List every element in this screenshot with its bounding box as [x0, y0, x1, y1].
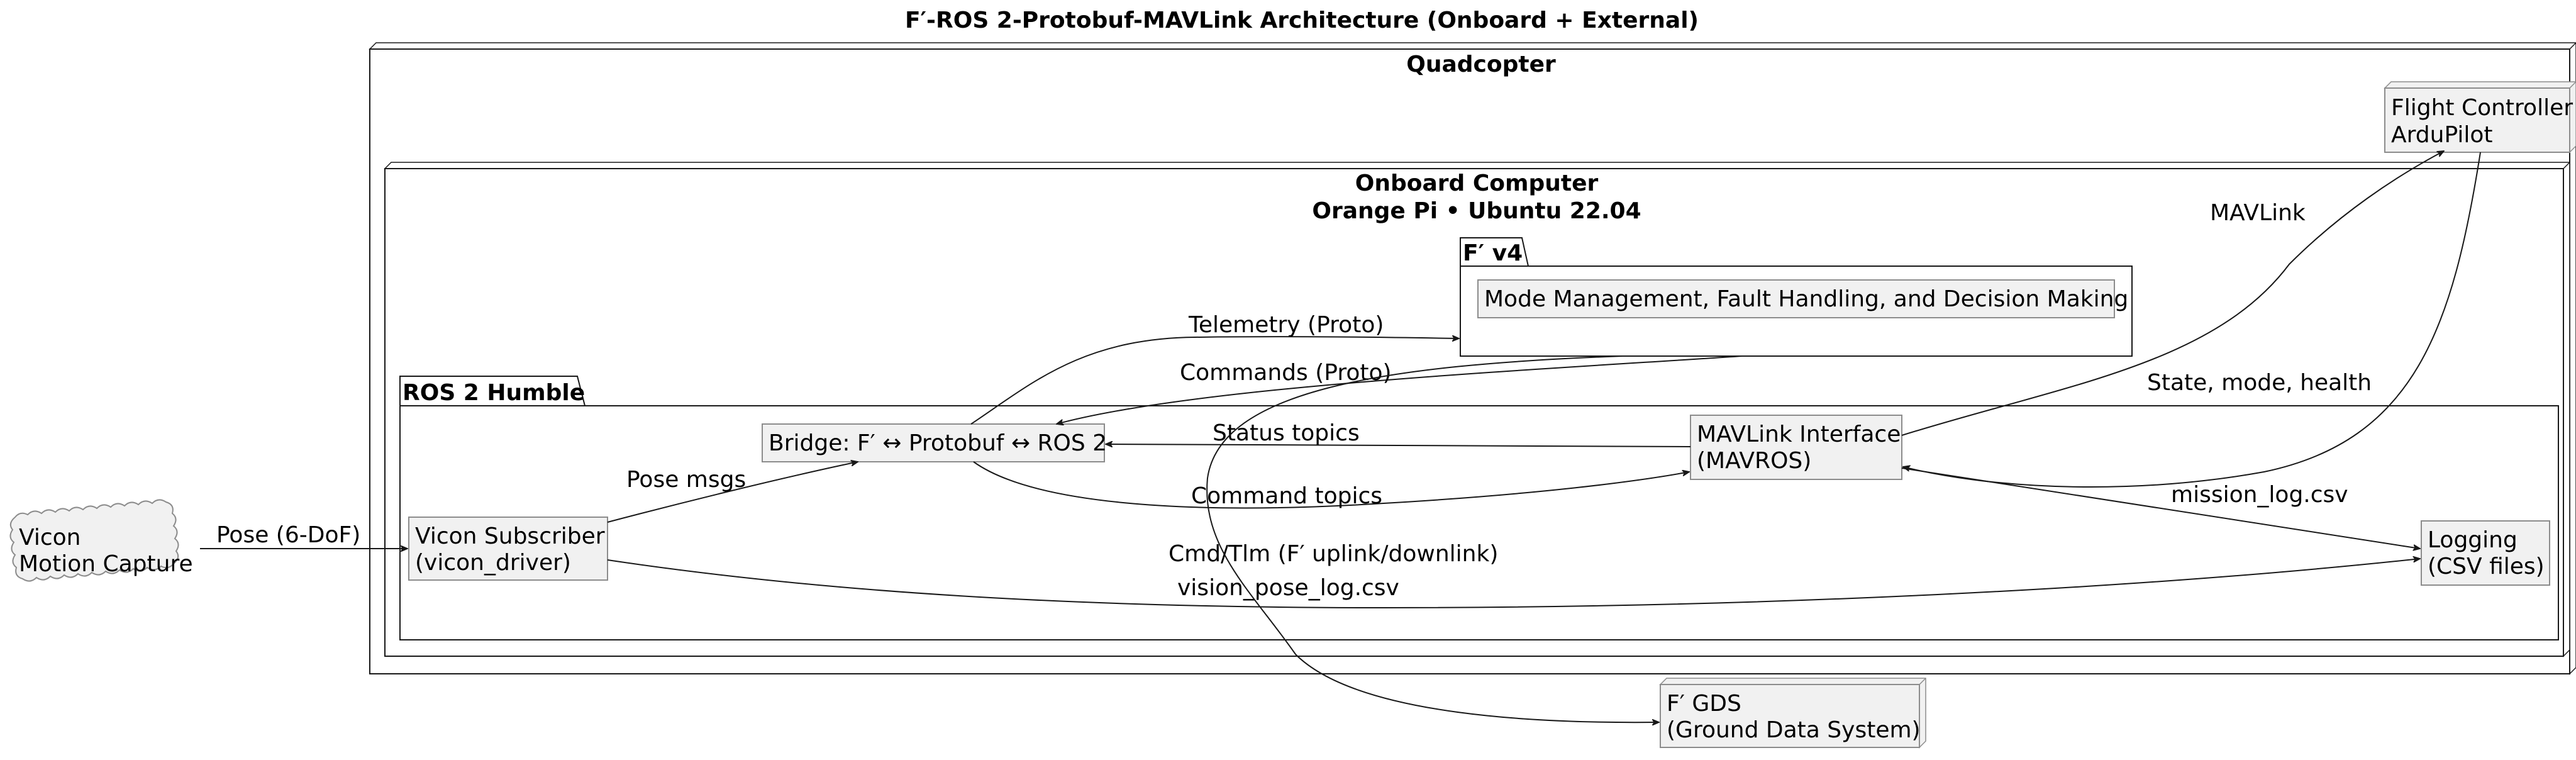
ros2-package-title: ROS 2 Humble: [402, 380, 585, 406]
onboard-computer-title: Onboard Computer: [1355, 170, 1599, 196]
gds-node: F′ GDS (Ground Data System): [1659, 678, 1926, 749]
edge-bridge-telemetry-to-fprime: [970, 337, 1459, 425]
vicon-subscriber-sublabel: (vicon_driver): [415, 550, 571, 576]
edge-fprime-to-gds: [1206, 355, 1659, 722]
vicon-label: Vicon: [19, 525, 80, 550]
edge-mavlink-status-to-bridge: [1106, 444, 1691, 447]
logging-label: Logging: [2428, 527, 2518, 553]
edge-label-mission-log: mission_log.csv: [2171, 482, 2348, 508]
vicon-cloud-node: Vicon Motion Capture: [9, 499, 193, 582]
edge-mavlink-to-flight-controller: [1901, 151, 2444, 436]
edge-flight-controller-to-mavlink: [1903, 152, 2481, 488]
flight-controller-label: Flight Controller: [2391, 95, 2573, 121]
bridge-label: Bridge: F′ ↔ Protobuf ↔ ROS 2: [769, 430, 1107, 456]
logging-sublabel: (CSV files): [2428, 554, 2545, 579]
bridge-component: Bridge: F′ ↔ Protobuf ↔ ROS 2: [762, 423, 1107, 462]
edge-label-cmd-tlm: Cmd/Tlm (F′ uplink/downlink): [1169, 541, 1498, 567]
ros2-package: ROS 2 Humble: [399, 376, 2559, 640]
edge-label-pose-msgs: Pose msgs: [626, 467, 746, 493]
edge-mavlink-to-logging: [1901, 467, 2420, 549]
edge-label-status-topics: Status topics: [1213, 420, 1360, 446]
edge-subscriber-to-logging: [607, 559, 2420, 609]
mode-management-component: Mode Management, Fault Handling, and Dec…: [1477, 279, 2128, 318]
flight-controller-node: Flight Controller ArduPilot: [2384, 81, 2576, 154]
edge-fprime-commands-to-bridge: [1057, 355, 1743, 424]
edge-label-state-mode-health: State, mode, health: [2147, 370, 2372, 396]
diagram-title: F′-ROS 2-Protobuf-MAVLink Architecture (…: [905, 8, 1699, 33]
cloud-shape: [9, 499, 179, 582]
edge-label-pose-6dof: Pose (6-DoF): [216, 522, 360, 548]
mode-management-label: Mode Management, Fault Handling, and Dec…: [1484, 286, 2128, 312]
quadcopter-title: Quadcopter: [1406, 52, 1556, 77]
gds-sublabel: (Ground Data System): [1667, 717, 1921, 743]
edge-label-command-topics: Command topics: [1191, 483, 1382, 509]
edge-subscriber-to-bridge: [607, 462, 858, 523]
gds-label: F′ GDS: [1667, 691, 1741, 717]
fprime-package-title: F′ v4: [1463, 240, 1523, 266]
logging-component: Logging (CSV files): [2421, 520, 2550, 586]
edge-label-commands-proto: Commands (Proto): [1180, 360, 1392, 386]
mavlink-interface-component: MAVLink Interface (MAVROS): [1690, 415, 1902, 480]
onboard-computer-subtitle: Orange Pi • Ubuntu 22.04: [1312, 198, 1641, 224]
vicon-subscriber-label: Vicon Subscriber: [415, 523, 605, 549]
vicon-sublabel: Motion Capture: [19, 551, 193, 577]
flight-controller-sublabel: ArduPilot: [2391, 122, 2493, 148]
edge-label-telemetry-proto: Telemetry (Proto): [1188, 312, 1384, 338]
vicon-subscriber-component: Vicon Subscriber (vicon_driver): [408, 517, 608, 581]
mavlink-interface-sublabel: (MAVROS): [1697, 448, 1811, 474]
mavlink-interface-label: MAVLink Interface: [1697, 422, 1901, 447]
edge-label-vision-pose-log: vision_pose_log.csv: [1177, 575, 1399, 601]
edge-label-mavlink: MAVLink: [2210, 200, 2306, 226]
edge-bridge-commands-to-mavlink: [973, 461, 1689, 509]
